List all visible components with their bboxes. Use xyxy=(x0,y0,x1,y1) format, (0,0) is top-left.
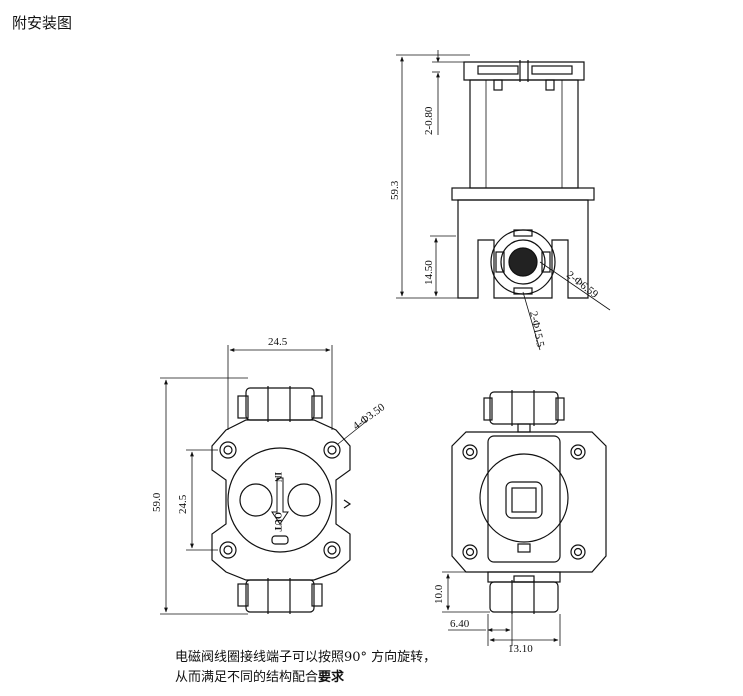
dim-front-hole-spacing: 24.5 xyxy=(177,494,189,514)
page-title: 附安装图 xyxy=(12,14,73,32)
out-label: OUT xyxy=(273,512,283,532)
dim-top-port-outer: 2-Φ15.5 xyxy=(527,310,546,349)
dim-top-port-height: 14.50 xyxy=(423,260,435,285)
dim-front-height: 59.0 xyxy=(151,492,163,512)
back-view xyxy=(451,390,607,614)
note-line-2-emphasis: 要求 xyxy=(318,670,345,685)
front-view xyxy=(211,386,352,614)
dim-front-width: 24.5 xyxy=(268,336,288,348)
dim-top-gap: 2-0.80 xyxy=(423,106,435,135)
dim-front-hole-dia: 4-Φ3.50 xyxy=(351,401,388,432)
note-line-2: 从而满足不同的结构配合要求 xyxy=(175,666,344,685)
dim-top-height: 59.3 xyxy=(389,180,401,200)
dim-back-port-height: 10.0 xyxy=(433,584,445,604)
note-line-2-text: 从而满足不同的结构配合 xyxy=(175,670,319,685)
note-line-1: 电磁阀线圈接线端子可以按照90° 方向旋转， xyxy=(175,650,437,665)
back-view-dimensions xyxy=(442,571,561,646)
side-view-dimensions xyxy=(396,50,611,351)
in-label: IN xyxy=(273,472,283,483)
dim-back-port-width: 13.10 xyxy=(508,643,533,655)
dim-back-port-offset: 6.40 xyxy=(450,618,470,630)
dim-top-port-dia: 2-Φ6.59 xyxy=(564,269,601,301)
front-view-dimensions xyxy=(160,345,369,615)
side-view xyxy=(451,60,595,299)
